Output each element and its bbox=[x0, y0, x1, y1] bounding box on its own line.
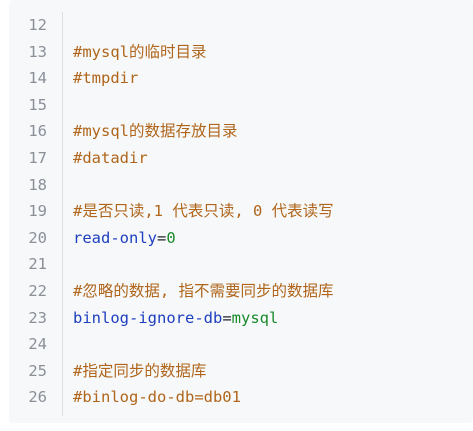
code-comment bbox=[47, 251, 73, 278]
code-line: 22 #忽略的数据, 指不需要同步的数据库 bbox=[9, 278, 473, 305]
code-line: 18 bbox=[9, 172, 473, 199]
line-number: 17 bbox=[28, 148, 47, 167]
assign-operator: = bbox=[157, 228, 167, 247]
code-comment: #datadir bbox=[73, 148, 148, 167]
line-number: 15 bbox=[28, 95, 47, 114]
line-number: 24 bbox=[28, 335, 47, 354]
code-line: 17 #datadir bbox=[9, 145, 473, 172]
code-comment bbox=[47, 12, 73, 39]
code-line: 20 read-only=0 bbox=[9, 225, 473, 252]
config-key: read-only bbox=[73, 228, 157, 247]
assign-operator: = bbox=[222, 308, 232, 327]
config-key: binlog-ignore-db bbox=[73, 308, 223, 327]
code-line: 16 #mysql的数据存放目录 bbox=[9, 118, 473, 145]
code-comment bbox=[47, 331, 73, 358]
line-number: 19 bbox=[28, 202, 47, 221]
line-number: 23 bbox=[28, 308, 47, 327]
code-comment bbox=[47, 172, 73, 199]
code-line: 14 #tmpdir bbox=[9, 65, 473, 92]
code-line: 13 #mysql的临时目录 bbox=[9, 39, 473, 66]
code-line: 12 bbox=[9, 12, 473, 39]
code-line: 15 bbox=[9, 92, 473, 119]
code-comment: #指定同步的数据库 bbox=[73, 361, 207, 380]
code-line: 21 bbox=[9, 251, 473, 278]
code-comment: #mysql的临时目录 bbox=[73, 42, 207, 61]
code-statement: binlog-ignore-db=mysql bbox=[47, 305, 278, 332]
gutter-divider bbox=[62, 12, 63, 416]
line-number: 12 bbox=[28, 16, 47, 34]
code-comment: #mysql的数据存放目录 bbox=[73, 122, 238, 141]
line-number: 20 bbox=[28, 228, 47, 247]
code-statement: read-only=0 bbox=[47, 225, 176, 252]
code-comment: #是否只读,1 代表只读, 0 代表读写 bbox=[73, 202, 334, 221]
code-comment: #忽略的数据, 指不需要同步的数据库 bbox=[73, 281, 334, 300]
line-number: 25 bbox=[28, 361, 47, 380]
line-number: 16 bbox=[28, 122, 47, 141]
code-block: 12 13 #mysql的临时目录 14 #tmpdir 15 16 #mysq… bbox=[9, 0, 473, 423]
line-number: 21 bbox=[28, 255, 47, 274]
config-value: 0 bbox=[166, 228, 176, 247]
line-number: 26 bbox=[28, 388, 47, 407]
code-comment: #tmpdir bbox=[73, 69, 139, 88]
code-line: 19 #是否只读,1 代表只读, 0 代表读写 bbox=[9, 198, 473, 225]
line-number: 18 bbox=[28, 175, 47, 194]
code-line: 23 binlog-ignore-db=mysql bbox=[9, 305, 473, 332]
code-line: 26 #binlog-do-db=db01 bbox=[9, 384, 473, 411]
code-line: 25 #指定同步的数据库 bbox=[9, 358, 473, 385]
code-line: 24 bbox=[9, 331, 473, 358]
line-number: 22 bbox=[28, 281, 47, 300]
code-comment bbox=[47, 92, 73, 119]
line-number: 14 bbox=[28, 69, 47, 88]
code-comment: #binlog-do-db=db01 bbox=[73, 388, 241, 407]
config-value: mysql bbox=[231, 308, 279, 327]
line-number: 13 bbox=[28, 42, 47, 61]
